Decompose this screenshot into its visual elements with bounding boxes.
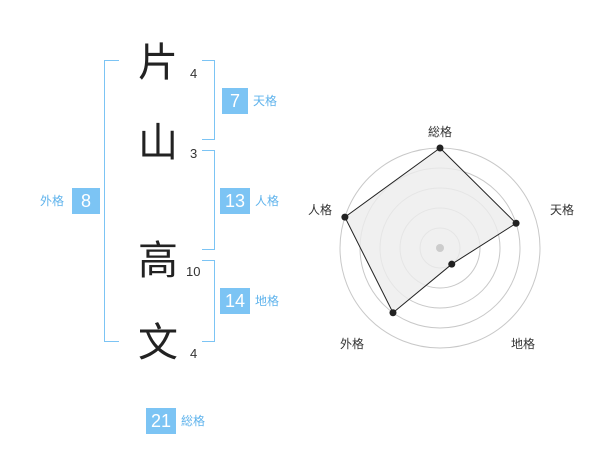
radar-point-3: [389, 309, 397, 317]
name-char-3: 高: [138, 238, 178, 284]
jinkaku-score: 13: [220, 188, 250, 214]
jinkaku-bracket: [202, 150, 215, 250]
radar-point-0: [436, 144, 444, 152]
radar-axis-label-chikaku: 地格: [511, 337, 536, 351]
chikaku-score: 14: [220, 288, 250, 314]
name-char-2: 山: [138, 120, 178, 166]
radar-center-dot: [436, 244, 444, 252]
tenkaku-label: 天格: [253, 94, 278, 108]
soukaku-score: 21: [146, 408, 176, 434]
radar-points: [341, 144, 520, 317]
stroke-count-4: 4: [190, 346, 198, 361]
radar-point-4: [341, 213, 349, 221]
chikaku-bracket: [202, 260, 215, 342]
name-char-4: 文: [138, 320, 178, 366]
chikaku-label: 地格: [255, 294, 280, 308]
stroke-count-1: 4: [190, 66, 198, 81]
tenkaku-bracket: [202, 60, 215, 140]
tenkaku-score: 7: [222, 88, 248, 114]
soukaku-label: 総格: [181, 414, 206, 428]
radar-axis-label-tenkaku: 天格: [550, 203, 575, 217]
gaikaku-bracket: [104, 60, 119, 342]
radar-point-2: [448, 260, 456, 268]
radar-axis-label-jinkaku: 人格: [308, 203, 333, 217]
radar-axis-label-gaikaku: 外格: [340, 337, 365, 351]
radar-polygon: [344, 147, 517, 314]
gaikaku-label: 外格: [40, 194, 65, 208]
stroke-count-2: 3: [190, 146, 198, 161]
name-char-1: 片: [138, 40, 178, 86]
radar-axis-label-soukaku: 総格: [428, 125, 453, 139]
gaikaku-score: 8: [72, 188, 100, 214]
stroke-count-3: 10: [186, 264, 201, 279]
jinkaku-label: 人格: [255, 194, 280, 208]
radar-chart: [339, 144, 541, 349]
radar-point-1: [512, 219, 520, 227]
